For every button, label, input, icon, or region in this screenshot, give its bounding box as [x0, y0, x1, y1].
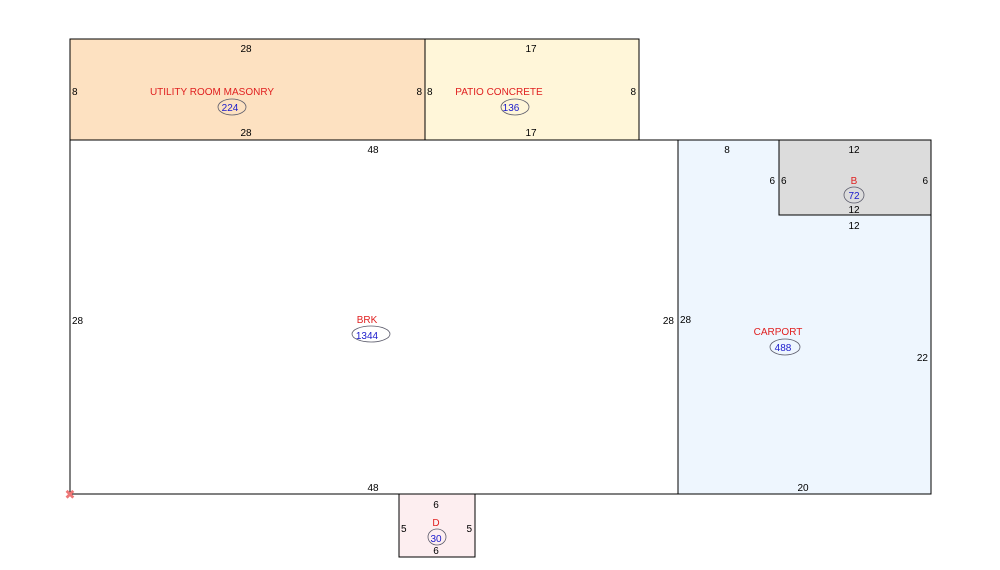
b-area-ellipse — [843, 186, 865, 204]
carport-label: CARPORT — [754, 327, 803, 338]
carport-inner-top-dimension: 12 — [848, 221, 860, 232]
d-area-value: 30 — [430, 534, 442, 545]
utility-room-label: UTILITY ROOM MASONRY — [150, 87, 274, 98]
room-utility-room-masonry[interactable]: 28 28 8 8 UTILITY ROOM MASONRY 224 — [69, 38, 426, 141]
b-area-value: 72 — [848, 191, 860, 202]
carport-bottom-dimension: 20 — [797, 483, 809, 494]
patio-bottom-dimension: 17 — [525, 128, 537, 139]
carport-left-dimension: 28 — [680, 315, 692, 326]
patio-right-dimension: 8 — [630, 87, 636, 98]
carport-right-dimension: 22 — [917, 353, 929, 364]
brk-right-dimension: 28 — [663, 316, 675, 327]
brk-top-dimension: 48 — [367, 145, 379, 156]
b-top-dimension: 12 — [848, 145, 860, 156]
utility-room-top-dimension: 28 — [240, 44, 252, 55]
patio-top-dimension: 17 — [525, 44, 537, 55]
d-left-dimension: 5 — [401, 524, 407, 535]
origin-x-icon[interactable]: ✖ — [65, 488, 76, 503]
carport-area-ellipse — [769, 338, 801, 356]
d-bottom-dimension: 6 — [433, 546, 439, 557]
d-shape — [398, 493, 476, 558]
d-label: D — [432, 518, 439, 529]
brk-shape — [69, 139, 679, 495]
patio-area-value: 136 — [503, 103, 520, 114]
brk-left-dimension: 28 — [72, 316, 84, 327]
carport-top-dimension: 8 — [724, 145, 730, 156]
patio-area-ellipse — [500, 98, 530, 116]
brk-bottom-dimension: 48 — [367, 483, 379, 494]
carport-area-value: 488 — [775, 343, 792, 354]
b-outer-left-dimension: 6 — [769, 176, 775, 187]
utility-room-bottom-dimension: 28 — [240, 128, 252, 139]
utility-room-left-dimension: 8 — [72, 87, 78, 98]
d-top-dimension: 6 — [433, 500, 439, 511]
b-left-dimension: 6 — [781, 176, 787, 187]
patio-label: PATIO CONCRETE — [455, 87, 543, 98]
b-right-dimension: 6 — [922, 176, 928, 187]
room-b[interactable]: 12 12 6 6 6 B 72 — [769, 139, 932, 216]
patio-left-dimension: 8 — [427, 87, 433, 98]
brk-label: BRK — [357, 315, 378, 326]
utility-room-right-dimension: 8 — [416, 87, 422, 98]
patio-concrete-shape — [424, 38, 640, 141]
b-shape — [778, 139, 932, 216]
room-patio-concrete[interactable]: 17 17 8 8 PATIO CONCRETE 136 — [424, 38, 640, 141]
room-brk[interactable]: 48 48 28 28 BRK 1344 — [69, 139, 679, 495]
brk-area-value: 1344 — [356, 331, 379, 342]
b-label: B — [851, 176, 858, 187]
d-right-dimension: 5 — [466, 524, 472, 535]
utility-room-masonry-shape — [69, 38, 426, 141]
d-area-ellipse — [427, 528, 447, 546]
utility-room-area-ellipse — [217, 98, 247, 116]
brk-area-ellipse — [351, 325, 391, 343]
utility-room-area-value: 224 — [222, 103, 239, 114]
room-d[interactable]: 6 6 5 5 D 30 — [398, 493, 476, 558]
b-bottom-dimension: 12 — [848, 205, 860, 216]
